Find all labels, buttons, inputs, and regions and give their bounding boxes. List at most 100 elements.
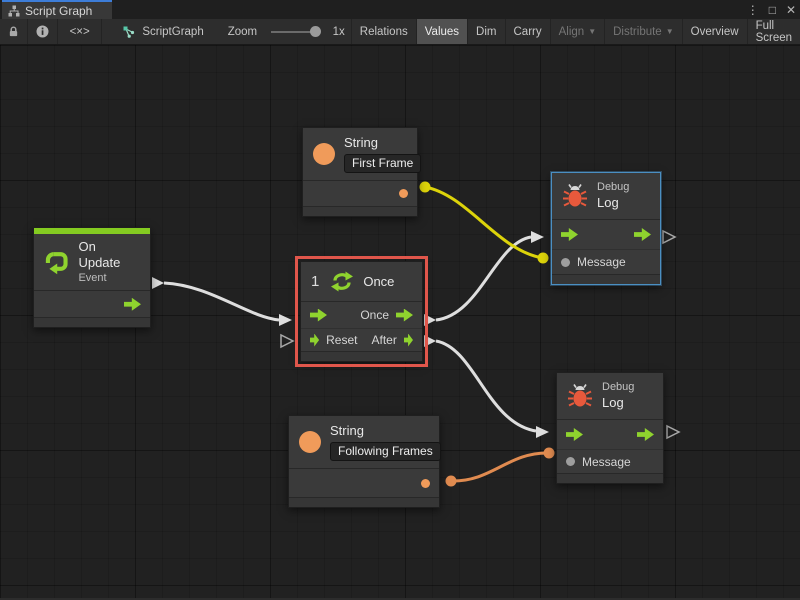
wire-arrowhead — [531, 231, 544, 243]
node-category: Debug — [602, 381, 635, 393]
port-label-after: After — [371, 333, 397, 347]
carry-button[interactable]: Carry — [506, 19, 551, 44]
wire-onupdate-once[interactable] — [163, 281, 280, 322]
info-icon — [36, 25, 49, 38]
flow-output-port[interactable] — [637, 428, 654, 441]
bug-icon — [568, 384, 592, 407]
relations-button[interactable]: Relations — [350, 19, 417, 44]
port-label-once: Once — [360, 308, 389, 322]
node-title: Log — [602, 394, 624, 410]
zoom-slider-handle[interactable] — [309, 25, 321, 37]
unconnected-port-debugtop-out[interactable] — [662, 229, 677, 245]
wire-once-debugtop[interactable] — [435, 235, 532, 322]
node-footer — [303, 206, 417, 217]
node-title: Once — [363, 274, 395, 289]
unconnected-port-debugbottom-out[interactable] — [666, 424, 681, 440]
overview-button[interactable]: Overview — [683, 19, 748, 44]
string-value-field[interactable]: Following Frames — [330, 442, 441, 462]
node-debug-log-top[interactable]: Debug Log Message — [551, 172, 661, 285]
port-marker — [152, 277, 164, 289]
wire-after-debugbottom[interactable] — [435, 339, 537, 433]
flow-output-port[interactable] — [124, 297, 141, 311]
value-output-port[interactable] — [399, 189, 408, 199]
message-input-port[interactable] — [566, 457, 575, 466]
port-label-message: Message — [582, 454, 631, 469]
node-footer — [552, 274, 660, 284]
align-dropdown[interactable]: Align▼ — [551, 19, 606, 44]
node-category: Debug — [597, 181, 630, 193]
wire-endpoint — [445, 475, 457, 487]
graph-name: ScriptGraph — [142, 25, 204, 38]
string-value-field[interactable]: First Frame — [344, 154, 422, 174]
window-close-button[interactable]: ✕ — [785, 2, 796, 17]
zoom-slider[interactable] — [271, 25, 321, 37]
flow-input-port[interactable] — [310, 308, 327, 322]
values-button[interactable]: Values — [416, 19, 469, 44]
node-string-following-frames[interactable]: String Following Frames — [288, 415, 441, 509]
graph-canvas[interactable]: String First Frame — [0, 45, 800, 598]
node-footer — [557, 473, 663, 483]
chevron-down-icon: ▼ — [588, 27, 597, 36]
node-subtitle: Event — [78, 271, 107, 284]
tab-title: Script Graph — [25, 3, 93, 18]
window-maximize-button[interactable]: □ — [768, 2, 776, 17]
node-footer — [301, 351, 422, 361]
window-bottom-edge — [0, 598, 800, 600]
node-string-first-frame[interactable]: String First Frame — [302, 127, 422, 218]
node-debug-log-bottom[interactable]: Debug Log Message — [556, 372, 664, 484]
graph-toolbar: <×> ScriptGraph Zoom 1x Relations Values… — [0, 19, 800, 45]
once-count-badge: 1 — [311, 273, 320, 290]
node-once[interactable]: 1 Once Once Reset — [295, 256, 428, 367]
wire-string-message-bottom[interactable] — [450, 451, 550, 483]
graph-selector[interactable]: ScriptGraph — [116, 19, 209, 44]
wire-arrowhead — [279, 314, 292, 326]
zoom-label: Zoom — [227, 25, 258, 38]
port-marker — [424, 335, 436, 347]
chevron-down-icon: ▼ — [665, 27, 674, 36]
loop-event-icon — [45, 252, 68, 275]
node-title: On Update — [78, 239, 121, 271]
code-preview-button[interactable]: <×> — [58, 19, 103, 44]
unconnected-port-reset[interactable] — [280, 333, 295, 349]
wire-string-message-top[interactable] — [424, 185, 544, 260]
wire-endpoint — [537, 252, 549, 264]
distribute-dropdown[interactable]: Distribute▼ — [605, 19, 683, 44]
graph-tree-icon — [8, 5, 20, 16]
string-type-icon — [299, 431, 321, 454]
node-title: String — [330, 423, 364, 438]
lock-icon — [9, 26, 18, 37]
node-footer — [34, 317, 150, 328]
port-marker — [424, 314, 436, 326]
flow-output-port[interactable] — [634, 228, 651, 241]
tab-bar: Script Graph ⋮ □ ✕ — [0, 0, 800, 19]
port-label-reset: Reset — [326, 333, 358, 347]
dim-button[interactable]: Dim — [468, 19, 506, 44]
event-accent-strip — [34, 228, 150, 234]
wire-endpoint — [419, 181, 431, 193]
lock-button[interactable] — [0, 19, 28, 44]
flow-input-port[interactable] — [566, 428, 583, 441]
node-on-update[interactable]: On Update Event — [33, 227, 151, 329]
info-button[interactable] — [28, 19, 58, 44]
cycle-icon — [331, 271, 354, 292]
node-footer — [289, 497, 439, 508]
tab-script-graph[interactable]: Script Graph — [2, 0, 112, 19]
zoom-value: 1x — [332, 25, 345, 38]
flow-input-port[interactable] — [561, 228, 578, 241]
fullscreen-button[interactable]: Full Screen — [755, 19, 792, 44]
flow-output-after[interactable] — [403, 333, 413, 347]
wire-endpoint — [543, 447, 555, 459]
node-title: String — [344, 135, 378, 150]
string-type-icon — [313, 143, 335, 166]
value-output-port[interactable] — [421, 478, 430, 488]
code-preview-label: <×> — [69, 25, 90, 38]
window-menu-button[interactable]: ⋮ — [746, 2, 759, 17]
port-label-message: Message — [577, 255, 626, 269]
flow-input-reset[interactable] — [310, 333, 320, 347]
flow-output-once[interactable] — [396, 308, 413, 322]
wire-arrowhead — [536, 426, 549, 438]
script-graph-icon — [123, 26, 135, 38]
message-input-port[interactable] — [561, 257, 570, 267]
bug-icon — [563, 184, 587, 207]
